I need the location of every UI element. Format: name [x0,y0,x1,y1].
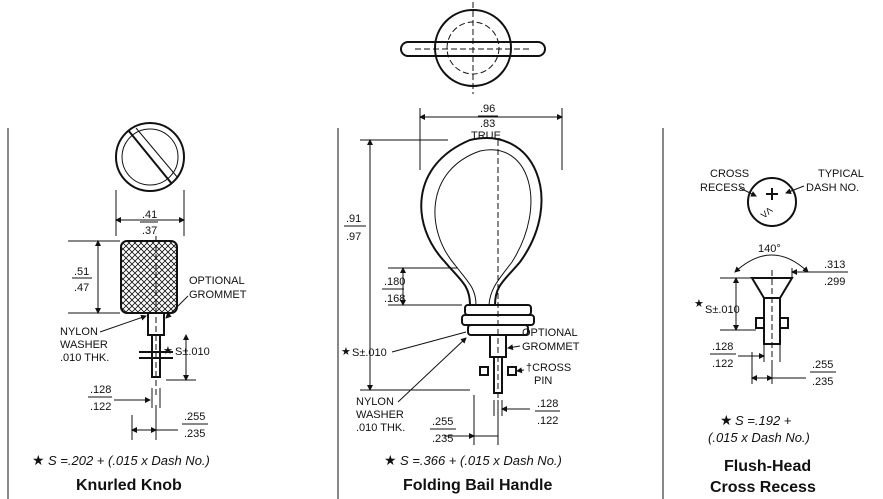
flush-dim-pin-top: .128 [712,341,733,353]
flush-angle: 140° [758,243,781,255]
knurled-title: Knurled Knob [76,477,182,494]
knurled-formula-star-icon: ★ [32,452,45,468]
knurled-washer-label: WASHER [60,339,108,351]
flush-star-icon: ★ [694,298,704,310]
bail-dim-neck-bot: .168 [384,293,405,305]
bail-optional-label: OPTIONAL [522,327,578,339]
knurled-optional-label: OPTIONAL [189,275,245,287]
bail-grommet-label: GROMMET [522,341,580,353]
bail-formula-star-icon: ★ [384,452,397,468]
bail-dim-pin-top: .128 [537,398,558,410]
flush-dim-head-bot: .299 [824,276,845,288]
knurled-formula: S =.202 + (.015 x Dash No.) [48,453,210,468]
flush-dim-pin-bot: .122 [712,358,733,370]
bail-dim-len-bot: .235 [432,433,453,445]
bail-dim-width-bot: .83 [480,118,495,130]
knurled-grommet-label: GROMMET [189,289,247,301]
knurled-dim-width-bot: .37 [142,225,157,237]
knurled-dim-len-bot: .235 [184,428,205,440]
flush-formula-star-icon: ★ [720,412,733,428]
bail-cross-label: †CROSS [526,362,571,374]
bail-nylon-label: NYLON [356,396,394,408]
bail-dim-width-note: TRUE [471,130,501,142]
bail-dim-width-top: .96 [480,103,495,115]
bail-dim-neck-top: .180 [384,276,405,288]
knurled-dim-height-bot: .47 [74,282,89,294]
flush-formula-2: (.015 x Dash No.) [708,430,810,445]
knurled-dim-len-top: .255 [184,411,205,423]
flush-typical-label: TYPICAL [818,168,864,180]
bail-star-icon: ★ [341,346,351,358]
flush-top-view [747,177,797,227]
bail-dim-pin-bot: .122 [537,415,558,427]
flush-title-1: Flush-Head [724,458,811,475]
flush-dashno-label: DASH NO. [806,182,859,194]
flush-dim-len-bot: .235 [812,376,833,388]
bail-formula: S =.366 + (.015 x Dash No.) [400,453,562,468]
bail-dim-height-bot: .97 [346,231,361,243]
knurled-knob-drawing: .41 .37 .51 .47 OPTIONAL GROMMET NYLON W… [32,122,247,494]
knurled-thk-label: .010 THK. [60,352,109,364]
knurled-dim-width-top: .41 [142,209,157,221]
knurled-top-view [115,122,185,192]
bail-handle-drawing: .96 .83 TRUE .91 .97 .180 .168 ★ S±.010 [341,2,580,494]
svg-text:VΛ: VΛ [759,205,775,220]
bail-dim-height-top: .91 [346,213,361,225]
flush-cross-label: CROSS [710,168,749,180]
flush-formula-1: S =.192 + [735,413,792,428]
bail-loop [420,137,543,306]
knurled-dim-pin-bot: .122 [90,401,111,413]
knurled-s-tol: S±.010 [175,346,210,358]
bail-thk-label: .010 THK. [356,422,405,434]
flush-recess-label: RECESS [700,182,745,194]
knurled-nylon-label: NYLON [60,326,98,338]
bail-title: Folding Bail Handle [403,477,552,494]
flush-dim-len-top: .255 [812,359,833,371]
flush-head-drawing: CROSS RECESS TYPICAL DASH NO. VΛ 140° .3… [694,168,864,496]
flush-dim-head-top: .313 [824,259,845,271]
bail-washer-label: WASHER [356,409,404,421]
knurled-star-icon: ★ [163,345,173,357]
knurled-dim-pin-top: .128 [90,384,111,396]
knurled-dim-height-top: .51 [74,266,89,278]
bail-pin-label: PIN [534,375,552,387]
knurled-body [120,240,178,314]
flush-s-tol: S±.010 [705,304,740,316]
bail-s-tol: S±.010 [352,347,387,359]
flush-title-2: Cross Recess [710,479,816,496]
bail-dim-len-top: .255 [432,416,453,428]
